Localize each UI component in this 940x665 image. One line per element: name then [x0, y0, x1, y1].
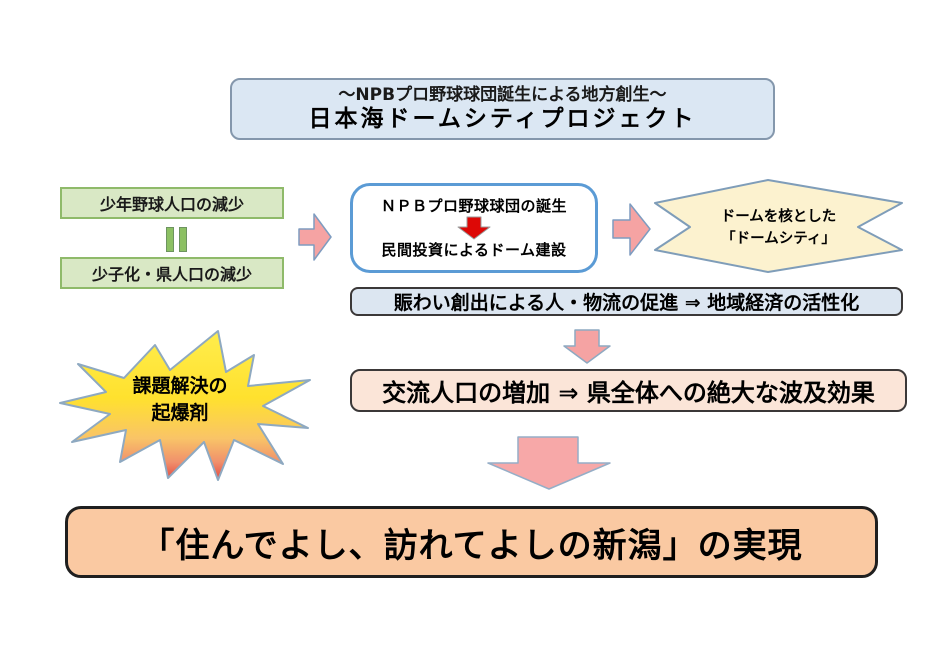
equals-bar-left [166, 227, 174, 252]
solution-line2: 民間投資によるドーム建設 [381, 241, 567, 259]
equals-bar-right [179, 227, 187, 252]
catalyst-label: 課題解決の 起爆剤 [98, 373, 262, 427]
dome-city-label: ドームを核とした 「ドームシティ」 [672, 205, 885, 251]
dome-city-star-banner [654, 179, 903, 273]
dome-city-line1: ドームを核とした [720, 208, 837, 225]
right-arrow-icon [612, 203, 651, 256]
down-arrow-icon [563, 329, 611, 364]
red-down-arrow-icon [457, 216, 491, 239]
explosion-burst-icon [59, 330, 311, 481]
effect-box-economy: 賑わい創出による人・物流の促進 ⇒ 地域経済の活性化 [350, 287, 903, 316]
large-down-arrow-icon [487, 436, 611, 490]
solution-line1: ＮＰＢプロ野球球団の誕生 [380, 197, 567, 215]
right-arrow-icon [298, 213, 332, 261]
dome-city-line2: 「ドームシティ」 [721, 231, 836, 247]
problem-box-population-decline: 少子化・県人口の減少 [60, 257, 284, 289]
goal-box: 「住んでよし、訪れてよしの新潟」の実現 [65, 506, 878, 578]
equals-icon [166, 227, 189, 252]
solution-box: ＮＰＢプロ野球球団の誕生 民間投資によるドーム建設 [350, 183, 598, 273]
project-title-box: ～NPBプロ野球球団誕生による地方創生～ 日本海ドームシティプロジェクト [230, 78, 775, 140]
catalyst-line1: 課題解決の [132, 375, 228, 398]
catalyst-line2: 起爆剤 [151, 402, 209, 424]
project-title: 日本海ドームシティプロジェクト [308, 106, 697, 133]
effect-box-ripple: 交流人口の増加 ⇒ 県全体への絶大な波及効果 [350, 369, 907, 412]
problem-box-youth-baseball: 少年野球人口の減少 [60, 187, 284, 219]
project-subtitle: ～NPBプロ野球球団誕生による地方創生～ [338, 85, 667, 106]
